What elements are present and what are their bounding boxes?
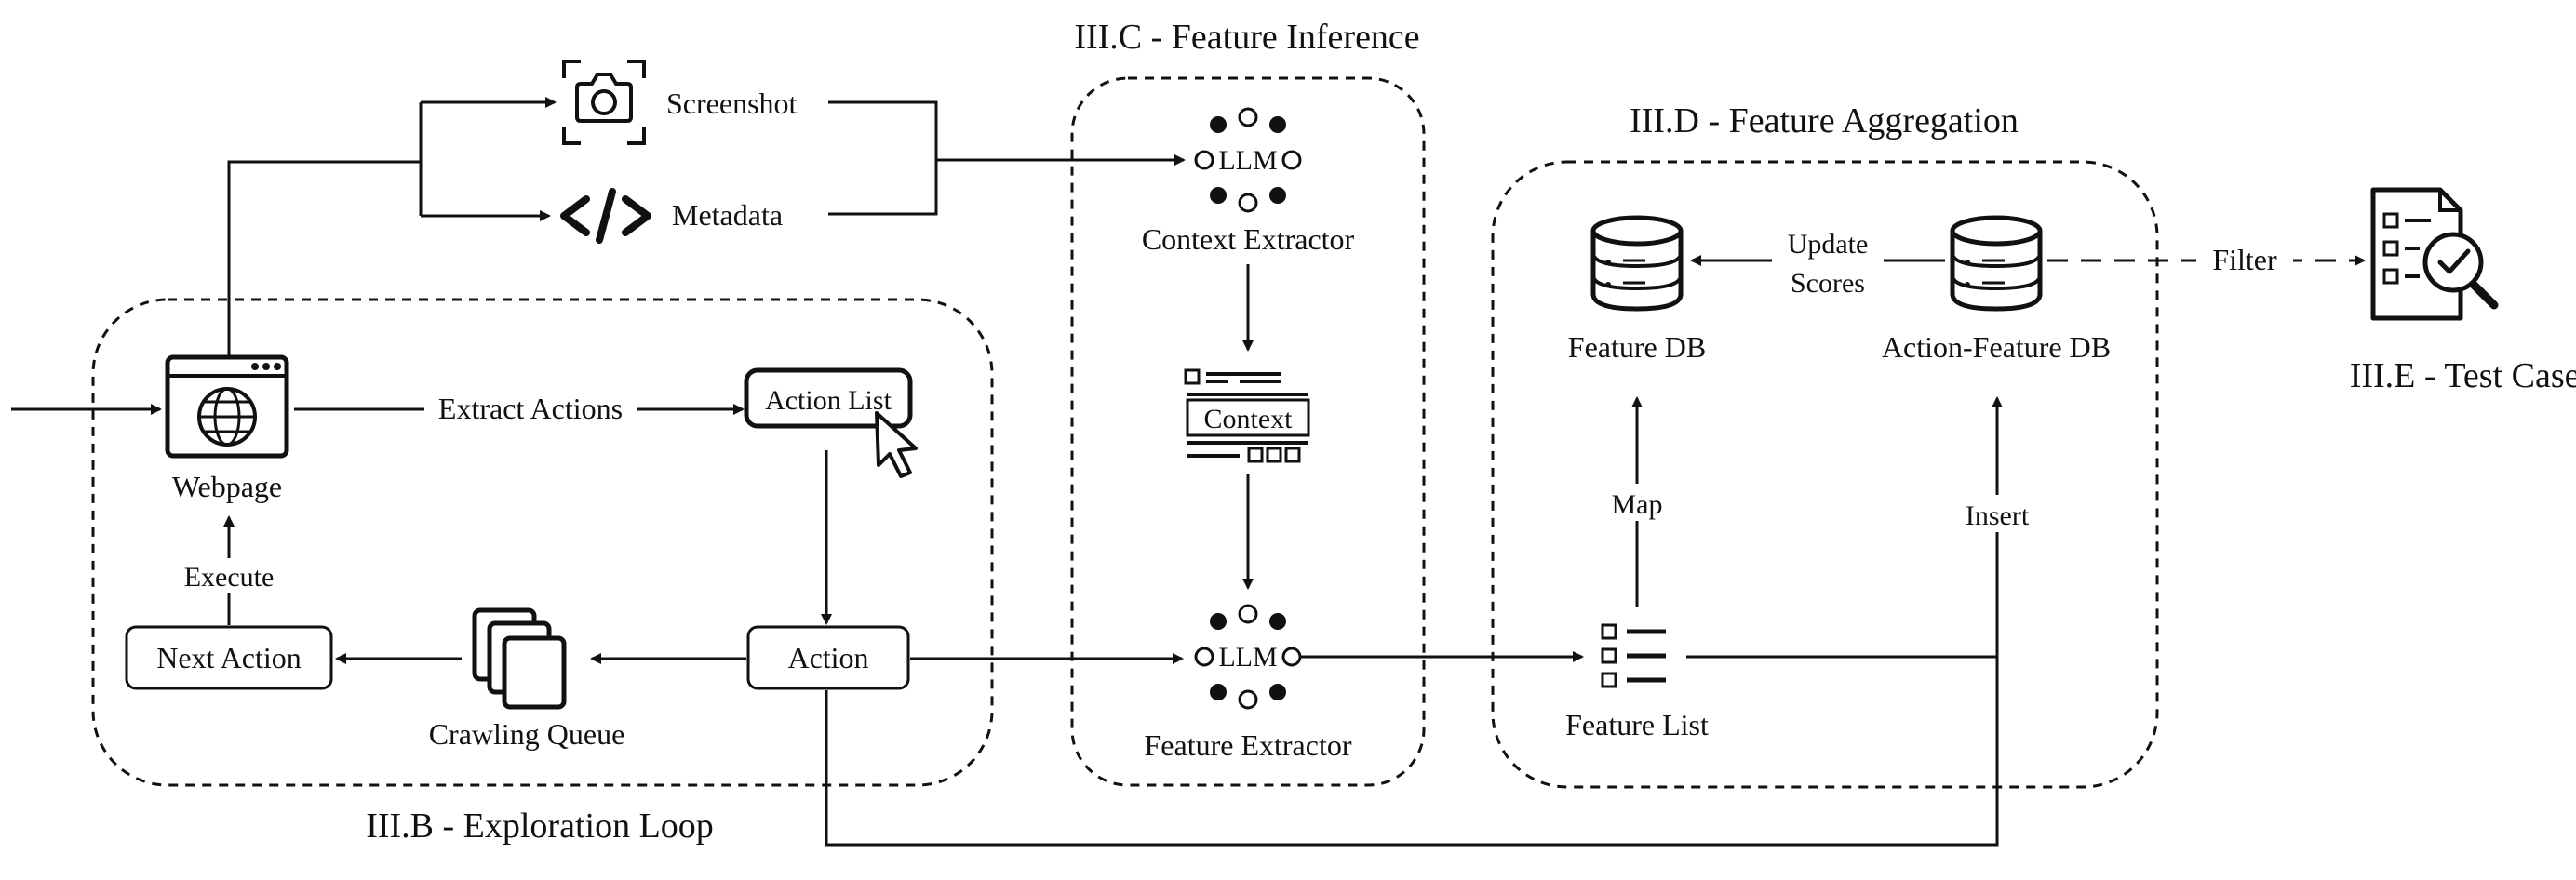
code-icon (560, 188, 651, 244)
feature-inference-region (1070, 76, 1426, 787)
crawling-queue-label: Crawling Queue (429, 717, 625, 751)
action-list-box[interactable] (744, 367, 913, 429)
browser-globe-icon[interactable] (165, 354, 289, 459)
feature-db-label: Feature DB (1568, 330, 1706, 364)
context-document-icon (1184, 368, 1310, 463)
test-checklist-icon (2370, 187, 2499, 321)
llm-bottom-label: LLM (1218, 642, 1277, 673)
action-feature-db-label: Action-Feature DB (1882, 330, 2111, 364)
section-title-aggregation: III.D - Feature Aggregation (1630, 101, 2019, 140)
cursor-icon (875, 411, 918, 478)
feature-extractor-label: Feature Extractor (1145, 728, 1352, 762)
database-icon (1590, 215, 1684, 312)
action-to-insert-line (825, 657, 1999, 847)
screenshot-label: Screenshot (666, 87, 798, 120)
screenshot-merge-line (828, 100, 938, 216)
section-title-test-cases: III.E - Test Cases (2350, 356, 2576, 395)
llm-network-icon (1194, 107, 1302, 213)
camera-icon (562, 60, 646, 145)
update-label: Update (1788, 229, 1869, 260)
exploration-loop-region (91, 298, 994, 787)
map-label: Map (1612, 489, 1663, 520)
section-title-exploration: III.B - Exploration Loop (366, 807, 714, 846)
webpage-to-branch-line (227, 160, 421, 355)
action-label: Action (787, 641, 868, 674)
action-list-label: Action List (765, 385, 892, 416)
insert-label: Insert (1966, 500, 2030, 531)
metadata-label: Metadata (672, 198, 783, 232)
section-title-inference: III.C - Feature Inference (1074, 18, 1419, 57)
next-action-box[interactable] (125, 625, 333, 690)
context-extractor-label: Context Extractor (1142, 222, 1355, 256)
context-label: Context (1204, 404, 1294, 434)
database-icon (1950, 215, 2043, 312)
scores-label: Scores (1791, 268, 1865, 299)
webpage-label: Webpage (172, 470, 282, 503)
extract-actions-label: Extract Actions (438, 392, 623, 425)
llm-network-icon (1194, 604, 1302, 710)
next-action-label: Next Action (156, 641, 302, 674)
execute-label: Execute (184, 562, 275, 593)
list-icon (1601, 623, 1666, 688)
llm-top-label: LLM (1218, 145, 1277, 176)
filter-label: Filter (2212, 243, 2277, 276)
feature-aggregation-region (1491, 160, 2159, 789)
action-box[interactable] (746, 625, 910, 690)
feature-list-label: Feature List (1565, 708, 1709, 741)
stacked-pages-icon (472, 607, 567, 710)
